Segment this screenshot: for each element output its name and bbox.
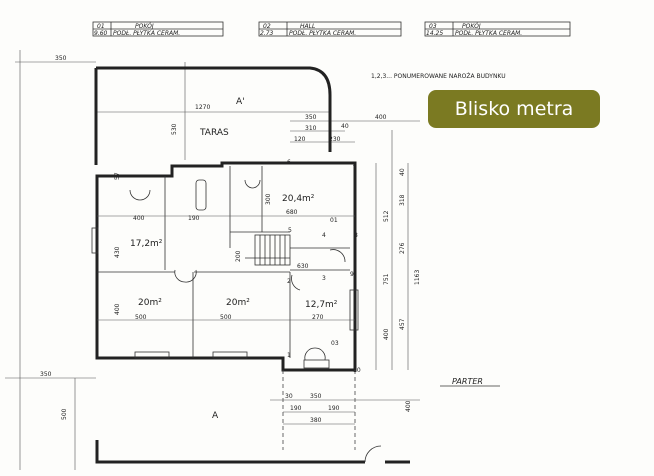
- exterior-walls: [95, 161, 357, 372]
- legend-floor: PODŁ. PŁYTKA CERAM.: [455, 30, 522, 37]
- dim: 190: [290, 405, 302, 412]
- section-a: A: [212, 411, 219, 421]
- legend-name: HALL: [300, 23, 315, 30]
- corner-number: 7: [352, 161, 356, 168]
- dim: 30: [285, 393, 293, 400]
- corner-number: 3: [322, 275, 326, 282]
- legend-no: 02: [263, 23, 271, 30]
- dim: 530: [171, 123, 178, 135]
- corner-number: 6: [287, 159, 291, 166]
- room-area: 17,2m²: [130, 239, 163, 249]
- legend-floor: PODŁ. PŁYTKA CERAM.: [113, 30, 180, 37]
- dim: 190: [328, 405, 340, 412]
- dim: 457: [399, 318, 406, 330]
- dim: 1270: [195, 104, 210, 111]
- corner-number: 5: [288, 227, 292, 234]
- legend-floor: PODŁ. PŁYTKA CERAM.: [289, 30, 356, 37]
- dim: 350: [40, 371, 52, 378]
- legend-name: POKÓJ: [462, 23, 481, 30]
- dim: 120: [294, 136, 306, 143]
- doors: [129, 179, 346, 361]
- dim: 350: [310, 393, 322, 400]
- dim: 500: [220, 314, 232, 321]
- terrace-outline: [96, 66, 332, 152]
- terrace-label: TARAS: [199, 128, 229, 138]
- dim: 751: [383, 273, 390, 285]
- dim: 630: [297, 263, 309, 270]
- corner-number: 8: [354, 232, 358, 239]
- legend-name: POKÓJ: [135, 23, 154, 30]
- dim: 680: [286, 209, 298, 216]
- room-area: 20m²: [226, 298, 250, 308]
- legend-no: 03: [429, 23, 437, 30]
- dim: 400: [133, 215, 145, 222]
- legend-table-02: 02 HALL 2.73 PODŁ. PŁYTKA CERAM.: [258, 21, 402, 37]
- room-area: 12,7m²: [305, 300, 338, 310]
- dim: 350: [55, 55, 67, 62]
- dim: 500: [61, 408, 68, 420]
- legend-no: 01: [97, 23, 105, 30]
- dim: 380: [310, 417, 322, 424]
- room-tag: 01: [330, 217, 338, 224]
- room-area: 20,4m²: [282, 194, 315, 204]
- corners-note: 1,2,3... PONUMEROWANE NAROŻA BUDYNKU: [371, 73, 506, 80]
- corner-number: 4: [322, 232, 326, 239]
- windows: [91, 227, 359, 369]
- staircase: [254, 234, 291, 266]
- legend-area: 14.25: [426, 30, 443, 37]
- dim: 400: [405, 400, 412, 412]
- legend-table-03: 03 POKÓJ 14.25 PODŁ. PŁYTKA CERAM.: [424, 21, 571, 37]
- dim: 430: [114, 246, 121, 258]
- corner-number: 2: [287, 278, 291, 285]
- dim: 57: [114, 172, 121, 180]
- dim: 512: [383, 210, 390, 222]
- corner-number: 10: [353, 367, 361, 374]
- fence: [95, 440, 410, 464]
- corner-number: 1: [287, 352, 291, 359]
- legend-area: 2.73: [260, 30, 274, 37]
- blisko-metra-badge: Blisko metra: [428, 90, 600, 128]
- dim: 200: [235, 250, 242, 262]
- dim: 230: [329, 136, 341, 143]
- dim: 350: [305, 114, 317, 121]
- dim: 276: [399, 242, 406, 254]
- corner-number: 9: [350, 271, 354, 278]
- parter-label: PARTER: [452, 377, 483, 386]
- legend-area: 9.60: [94, 30, 108, 37]
- dim: 40: [399, 168, 406, 176]
- dim: 300: [265, 193, 272, 205]
- dim: 318: [399, 194, 406, 206]
- bathtub-icon: [195, 179, 207, 211]
- interior-walls: [97, 166, 350, 358]
- section-a-prime: A': [236, 97, 245, 107]
- room-area: 20m²: [138, 298, 162, 308]
- dim: 190: [188, 215, 200, 222]
- room-tag: 03: [331, 340, 339, 347]
- legend-table-01: 01 POKÓJ 9.60 PODŁ. PŁYTKA CERAM.: [92, 21, 224, 37]
- dim: 400: [383, 328, 390, 340]
- dim: 270: [312, 314, 324, 321]
- dim: 500: [135, 314, 147, 321]
- dim: 40: [341, 123, 349, 130]
- dim: 400: [114, 303, 121, 315]
- dim: 1163: [414, 270, 421, 285]
- gate: [364, 445, 382, 463]
- dim: 400: [375, 114, 387, 121]
- dim: 310: [305, 125, 317, 132]
